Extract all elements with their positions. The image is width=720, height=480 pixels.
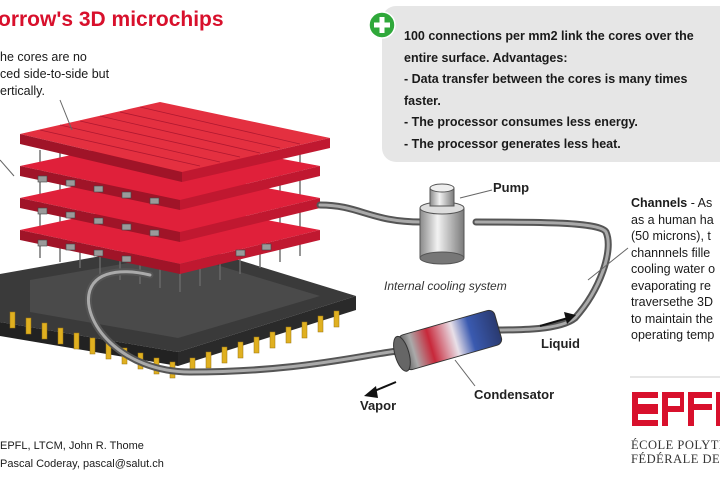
intro-line: ced side-to-side but (0, 67, 110, 81)
school-line: FÉDÉRALE DE L (631, 452, 720, 466)
epfl-logo (632, 392, 720, 426)
advantages-line: faster. (404, 93, 441, 108)
intro-line: ertically. (0, 84, 45, 98)
channels-line: channnels fille (631, 245, 711, 260)
pump-label: Pump (493, 180, 530, 195)
channels-line: evaporating re (631, 278, 711, 293)
chip-layer-1 (20, 102, 330, 182)
credits: EPFL, LTCM, John R. Thome Pascal Coderay… (0, 437, 164, 473)
internal-cooling-system-label: Internal cooling system (384, 279, 507, 293)
channels-line: to maintain the (631, 311, 713, 326)
condensator-label: Condensator (474, 387, 555, 402)
advantages-line: entire surface. Advantages: (404, 50, 568, 65)
credit-line: Pascal Coderay, pascal@salut.ch (0, 458, 164, 470)
channels-text: Channels - As as a human ha (50 microns)… (631, 195, 715, 344)
channels-first-line-rest: - As (687, 196, 713, 210)
channels-line: operating temp (631, 328, 715, 342)
advantages-line: 100 connections per mm2 link the cores o… (404, 29, 694, 43)
vapor-label: Vapor (360, 398, 397, 413)
channels-line: as a human ha (631, 212, 714, 227)
pump-icon (419, 183, 493, 265)
advantages-line: - Data transfer between the cores is man… (404, 72, 688, 86)
plus-icon (368, 11, 396, 39)
channels-leader (587, 247, 629, 281)
credit-line: EPFL, LTCM, John R. Thome (0, 440, 144, 452)
channels-heading: Channels (631, 196, 688, 210)
channels-line: (50 microns), t (631, 229, 711, 243)
school-name: ÉCOLE POLYTEC FÉDÉRALE DE L (631, 438, 720, 466)
school-line: ÉCOLE POLYTEC (631, 438, 720, 452)
arrow-left-icon (364, 381, 397, 398)
intro-text: he cores are no ced side-to-side but ert… (0, 49, 150, 100)
intro-leader-2 (59, 99, 73, 131)
layer-connectors (37, 175, 272, 263)
condenser-leader (454, 359, 476, 387)
liquid-label: Liquid (541, 336, 580, 351)
advantages-line: - The processor generates less heat. (404, 136, 621, 151)
advantages-box (382, 6, 720, 162)
channels-line: cooling water o (631, 262, 716, 276)
intro-leader (0, 159, 15, 177)
page-title: orrow's 3D microchips (0, 8, 224, 31)
condenser (393, 309, 503, 372)
arrow-right-icon (539, 312, 576, 327)
advantages-line: - The processor consumes less energy. (404, 115, 638, 129)
channels-first-line: Channels - As (631, 195, 715, 212)
cooling-tube (85, 201, 612, 376)
intro-line: he cores are no (0, 50, 87, 64)
advantages-text: 100 connections per mm2 link the cores o… (404, 26, 720, 155)
channels-line: traversethe 3D (631, 295, 713, 309)
